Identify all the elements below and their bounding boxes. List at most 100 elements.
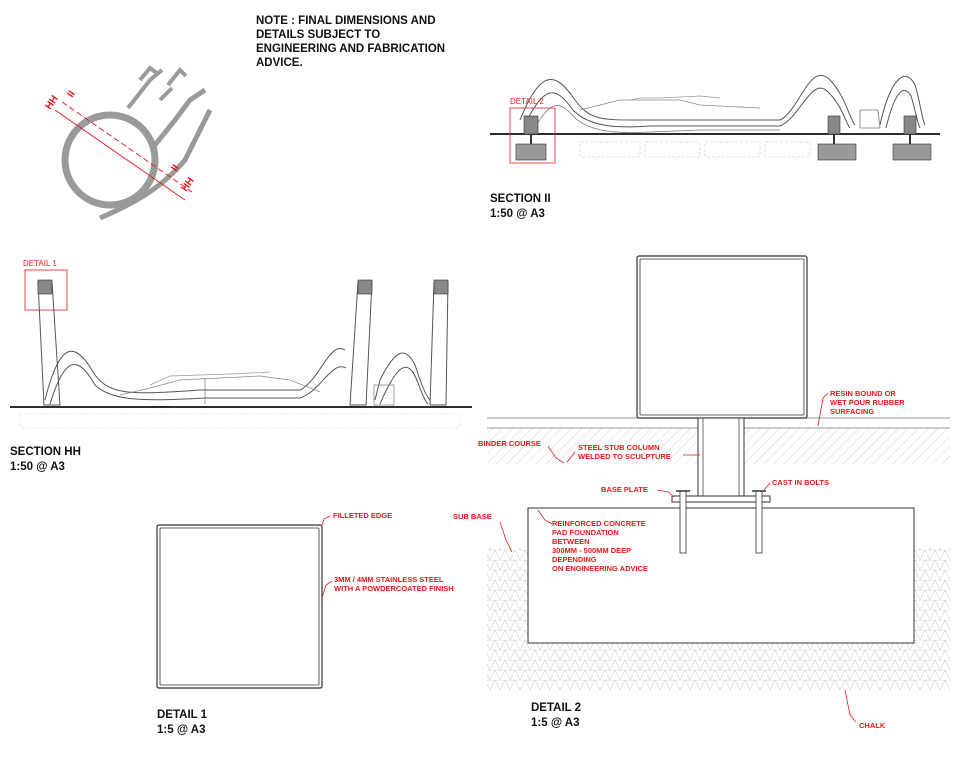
post-cap <box>357 279 373 295</box>
concrete-pad <box>515 143 547 161</box>
post-cross-section-outer <box>156 524 323 689</box>
ribbon-outline <box>119 375 321 396</box>
ribbon-outline <box>879 75 926 126</box>
leader-line <box>763 482 771 491</box>
leader-line <box>537 509 553 525</box>
note-line: ADVICE. <box>256 57 303 69</box>
ribbon-outline <box>49 364 347 405</box>
ribbon-outline <box>519 74 856 126</box>
note-line: NOTE : FINAL DIMENSIONS AND <box>256 15 436 27</box>
filleted-edge-label: FILLETED EDGE <box>333 511 392 520</box>
plan-path <box>126 65 188 110</box>
pad-label: ON ENGINEERING ADVICE <box>552 564 648 573</box>
ribbon-outline <box>534 105 780 134</box>
detail-2-callout-box <box>509 107 556 164</box>
general-note: NOTE : FINAL DIMENSIONS AND DETAILS SUBJ… <box>256 15 445 69</box>
stub-column-label: WELDED TO SCULPTURE <box>578 452 671 461</box>
plan-circle <box>61 111 159 209</box>
section-line-ii <box>61 101 193 193</box>
steel-stub-column <box>697 417 745 497</box>
ribbon-outline <box>374 352 431 401</box>
post-outline <box>429 281 449 406</box>
plan-path <box>99 108 213 221</box>
post-cap <box>433 279 449 295</box>
detail-1-scale: 1:5 @ A3 <box>157 724 206 736</box>
foundation-ghost <box>764 141 811 158</box>
ribbon-outline <box>579 99 761 111</box>
plan-path <box>153 87 207 147</box>
detail-2-callout-label: DETAIL 2 <box>510 97 544 106</box>
post-cap <box>37 279 53 295</box>
post-cross-section-inner <box>159 527 320 686</box>
sub-base-label: SUB BASE <box>453 512 492 521</box>
detail-1-title: DETAIL 1 <box>157 709 208 721</box>
note-line: ENGINEERING AND FABRICATION <box>256 43 445 55</box>
leader-line <box>817 392 829 427</box>
section-line-hh <box>54 109 186 201</box>
sculpture-post-elevation <box>636 255 808 419</box>
detail-2: RESIN BOUND OR WET POUR RUBBER SURFACING… <box>453 255 950 730</box>
ribbon-outline <box>373 384 395 406</box>
section-ii: DETAIL 2 SECTION II 1:50 @ A3 <box>490 74 940 220</box>
concrete-pad <box>817 143 857 161</box>
steel-spec-label: WITH A POWDERCOATED FINISH <box>334 584 454 593</box>
column-foot <box>523 115 539 135</box>
detail-2-scale: 1:5 @ A3 <box>531 717 580 729</box>
concrete-pad-foundation <box>527 507 915 644</box>
key-plan: HH II II HH <box>43 65 213 221</box>
leader-line <box>321 515 331 526</box>
cast-in-bolt <box>755 490 763 554</box>
foundation-ghost <box>19 413 461 429</box>
ribbon-outline <box>379 366 429 405</box>
leader-line <box>499 521 513 553</box>
pad-label: REINFORCED CONCRETE <box>552 519 646 528</box>
cast-in-bolt <box>679 490 687 554</box>
bolts-label: CAST IN BOLTS <box>772 478 829 487</box>
foundation-ghost <box>579 141 641 158</box>
leader-line <box>547 445 565 464</box>
steel-spec-label: 3MM / 4MM STAINLESS STEEL <box>334 575 444 584</box>
resin-label: WET POUR RUBBER <box>830 398 905 407</box>
section-hh: DETAIL 1 SECTION HH 1:50 @ A3 <box>10 259 472 473</box>
base-plate-label: BASE PLATE <box>601 485 648 494</box>
leader-line <box>321 580 333 599</box>
detail-1: FILLETED EDGE 3MM / 4MM STAINLESS STEEL … <box>156 511 454 736</box>
ribbon-outline <box>149 371 271 386</box>
section-hh-scale: 1:50 @ A3 <box>10 461 65 473</box>
pad-label: BETWEEN <box>552 537 590 546</box>
pad-label: 300MM - 500MM DEEP <box>552 546 631 555</box>
resin-label: RESIN BOUND OR <box>830 389 896 398</box>
section-marker-ii: II <box>65 89 77 100</box>
detail-1-callout-label: DETAIL 1 <box>23 259 57 268</box>
ribbon-outline <box>859 109 881 129</box>
section-marker-hh: HH <box>43 94 60 112</box>
ribbon-outline <box>885 90 921 129</box>
leader-line <box>566 451 576 463</box>
binder-course-label: BINDER COURSE <box>478 439 541 448</box>
chalk-label: CHALK <box>859 721 886 730</box>
stub-column-label: STEEL STUB COLUMN <box>578 443 660 452</box>
note-line: DETAILS SUBJECT TO <box>256 29 380 41</box>
sculpture-post-inner <box>639 258 805 416</box>
section-ii-title: SECTION II <box>490 193 551 205</box>
leader-line <box>656 489 675 498</box>
detail-1-callout-box <box>24 269 68 311</box>
section-marker-ii: II <box>169 163 181 174</box>
pad-label: DEPENDING <box>552 555 597 564</box>
detail-2-title: DETAIL 2 <box>531 702 581 714</box>
section-hh-title: SECTION HH <box>10 446 81 458</box>
post-outline <box>349 281 373 406</box>
ribbon-outline <box>629 95 721 101</box>
base-plate <box>671 495 771 503</box>
concrete-pad <box>892 143 932 161</box>
section-ii-scale: 1:50 @ A3 <box>490 208 545 220</box>
resin-label: SURFACING <box>830 407 874 416</box>
column-foot <box>827 115 841 135</box>
pad-label: PAD FOUNDATION <box>552 528 619 537</box>
leader-line <box>844 689 857 723</box>
foundation-ghost <box>704 141 761 158</box>
section-marker-hh: HH <box>179 176 196 194</box>
foundation-ghost <box>644 141 701 158</box>
ribbon-outline <box>44 347 346 401</box>
